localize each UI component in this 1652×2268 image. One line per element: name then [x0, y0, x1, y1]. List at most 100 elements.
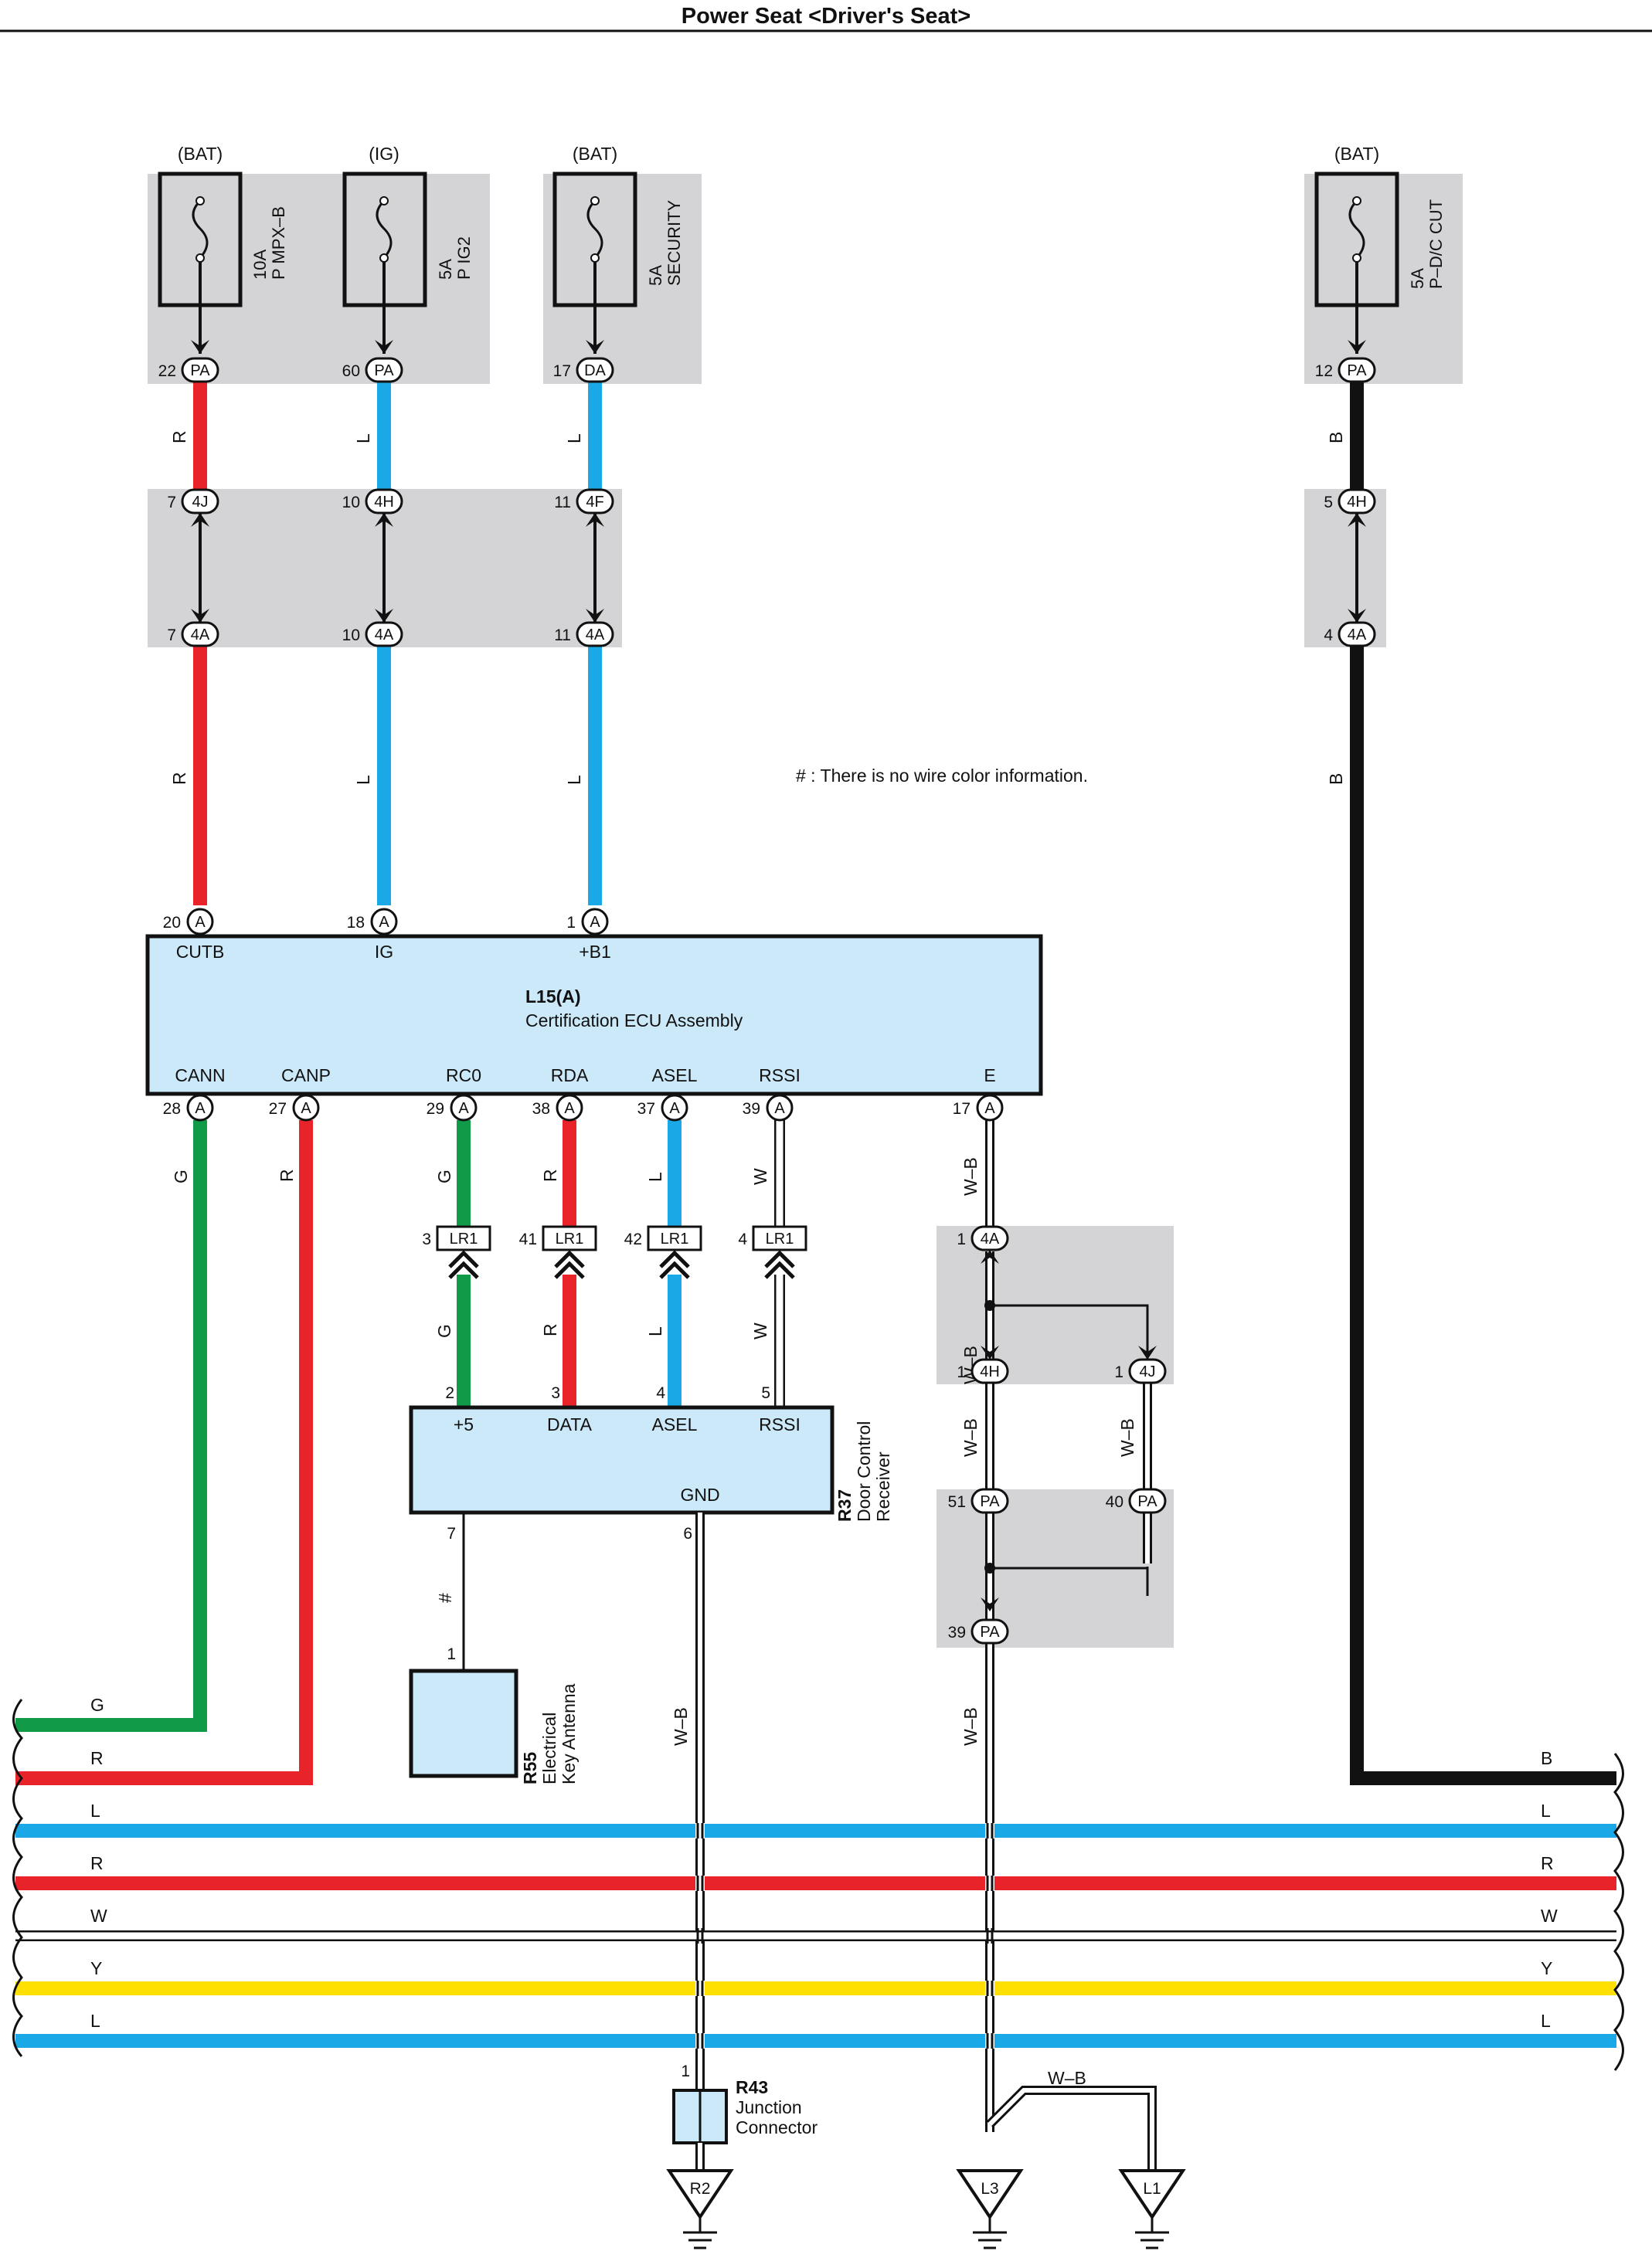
pin-label: RC0	[446, 1065, 481, 1085]
receiver-name: Door Control	[854, 1421, 874, 1522]
lr1-connector: LR1 3	[422, 1225, 491, 1279]
pin-number: 5	[1324, 494, 1333, 511]
fuse-rating: 5A	[1408, 268, 1427, 289]
ecu-top-pin: A 18 IG	[347, 908, 398, 962]
wire-color-label: R	[540, 1169, 560, 1182]
connector-code: A	[458, 1100, 469, 1117]
connector-code: 4F	[586, 494, 603, 511]
bus-right-label: W	[1541, 1906, 1558, 1926]
bus-left-label: R	[90, 1853, 104, 1873]
lr1-connector: LR1 42	[624, 1225, 702, 1279]
electrical-key-antenna: R55 Electrical Key Antenna	[409, 1669, 579, 1784]
wire-color-label: #	[435, 1593, 455, 1603]
pin-label: IG	[375, 942, 393, 962]
pin-number: 37	[637, 1100, 655, 1118]
fuse-rating: 10A	[250, 250, 270, 280]
junction-pill: 4J 1	[1114, 1358, 1167, 1384]
connector-code: 4H	[374, 494, 394, 511]
connector-code: 4J	[192, 494, 208, 511]
wire-color-label: L	[645, 1172, 665, 1182]
wire-color-label: R	[169, 430, 189, 443]
pin-number: 1	[957, 1231, 966, 1248]
pin-label: RSSI	[759, 1414, 801, 1434]
wire-color-label: W–B	[671, 1707, 691, 1746]
pin-number: 1	[566, 914, 576, 932]
pin-number: 4	[1324, 626, 1333, 644]
connector-pill: DA 17	[553, 357, 614, 383]
receiver-name-2: Receiver	[873, 1451, 893, 1522]
bus-right-label: L	[1541, 1801, 1551, 1821]
pin-number: 7	[167, 494, 176, 511]
bus-left-label: L	[90, 1801, 100, 1821]
lr1-connector: LR1 4	[738, 1225, 807, 1279]
pin-label: ASEL	[652, 1065, 698, 1085]
connector-code: 4A	[981, 1231, 1000, 1248]
junction-pill: 4A 1	[957, 1225, 1157, 1360]
ecu-bottom-pin: A 17	[953, 1094, 1004, 1122]
pin-label: DATA	[547, 1414, 593, 1434]
connector-code: A	[195, 1100, 206, 1117]
fuse-arrowheads	[191, 340, 1366, 354]
wire-color-label: W–B	[1048, 2068, 1086, 2088]
connector-pill: PA 12	[1315, 357, 1376, 383]
ground-junction-connectors: 4A 1 4H 1 4J 1 PA 51 PA 40	[948, 1225, 1167, 1645]
fuse-p-mpx-b: (BAT) 10A P MPX–B	[158, 144, 288, 354]
antenna-wire: 7 # 1	[435, 1513, 465, 1671]
pin-number: 1	[681, 2063, 690, 2080]
junction-connector-r43: 1 R43 Junction Connector	[672, 2063, 818, 2171]
ecu-wire-color-labels: G R G R L W W–B G R L W	[171, 1157, 981, 1339]
pin-number: 27	[269, 1100, 287, 1118]
ecu-output-wires	[15, 1120, 994, 1785]
connector-code: PA	[190, 362, 210, 379]
pin-number: 7	[447, 1525, 456, 1543]
connector-code: 4J	[1139, 1363, 1155, 1380]
wire-color-label: R	[277, 1169, 297, 1182]
connector-code: A	[590, 914, 600, 931]
junction-pair: 4H 5 4A 4	[1324, 488, 1376, 647]
wire-color-label: G	[434, 1170, 454, 1183]
wire-color-label: W–B	[960, 1707, 981, 1746]
pin-number: 39	[948, 1624, 966, 1642]
wire-color-label: W	[750, 1322, 770, 1339]
connector-pill: PA 60	[342, 357, 403, 383]
lr1-connectors: LR1 3 LR1 41 LR1 42 LR1 4	[422, 1225, 807, 1279]
bus-left-label: R	[90, 1748, 104, 1768]
fuse-security: (BAT) 5A SECURITY	[552, 144, 684, 354]
pin-number: 22	[158, 362, 176, 380]
pin-number: 17	[953, 1100, 970, 1118]
ecu-id: L15(A)	[525, 986, 581, 1007]
connector-code: PA	[980, 1493, 1000, 1510]
fuse-output-connectors: PA 22 PA 60 DA 17 PA 12	[158, 357, 1376, 383]
pin-label: RDA	[551, 1065, 589, 1085]
receiver-gnd-wire: 6 W–B	[671, 1513, 705, 2090]
connector-code: A	[564, 1100, 575, 1117]
connector-code: A	[669, 1100, 680, 1117]
wire-color-label: L	[564, 433, 584, 443]
wire-color-label: L	[353, 433, 373, 443]
pin-number: 39	[743, 1100, 760, 1118]
junction-pair: 4J 7 4A 7	[167, 488, 219, 647]
wire-color-label: G	[434, 1324, 454, 1338]
antenna-name-2: Key Antenna	[559, 1683, 579, 1784]
wire-color-label: B	[1326, 432, 1346, 443]
pin-number: 3	[422, 1231, 431, 1248]
antenna-name: Electrical	[539, 1713, 559, 1784]
pin-number: 3	[551, 1384, 560, 1402]
pin-number: 38	[532, 1100, 550, 1118]
pin-number: 10	[342, 494, 360, 511]
pin-number: 17	[553, 362, 571, 380]
ecu-bottom-pin: A 39	[743, 1094, 794, 1122]
connector-code: 4A	[586, 626, 605, 643]
pin-label: CUTB	[176, 942, 225, 962]
receiver-id: R37	[834, 1489, 855, 1522]
ecu-bottom-pin: A 27	[269, 1094, 320, 1122]
page-title: Power Seat <Driver's Seat>	[682, 4, 970, 29]
junction-pair: 4H 10 4A 10	[342, 488, 403, 647]
junction-pill: PA 40	[1106, 1488, 1167, 1514]
ecu-bottom-pin: A 38	[532, 1094, 583, 1122]
fuse-name: P–D/C CUT	[1426, 199, 1446, 289]
wire-color-label: R	[540, 1323, 560, 1336]
junction-connector-name-2: Connector	[736, 2117, 818, 2137]
pin-number: 60	[342, 362, 360, 380]
